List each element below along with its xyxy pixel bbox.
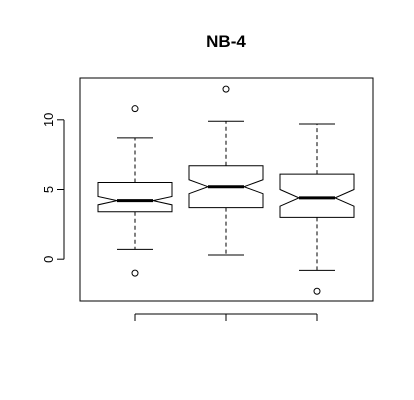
x-axis: [134, 313, 318, 321]
outlier-point: [313, 287, 321, 295]
y-tick-label: 0: [41, 256, 56, 263]
outlier-point: [131, 105, 139, 113]
box-group: [97, 105, 173, 277]
box-group: [188, 85, 264, 256]
outlier-point: [131, 269, 139, 277]
plot-frame: [79, 77, 374, 302]
box-group: [279, 123, 355, 295]
y-tick-label: 10: [41, 113, 56, 127]
chart-title: NB-4: [206, 32, 246, 51]
notched-box: [279, 173, 355, 218]
boxplot-groups: [97, 85, 355, 295]
notched-box: [97, 182, 173, 213]
y-axis: 0 5 10: [41, 113, 65, 263]
y-tick-label: 5: [41, 186, 56, 193]
outlier-point: [222, 85, 230, 93]
